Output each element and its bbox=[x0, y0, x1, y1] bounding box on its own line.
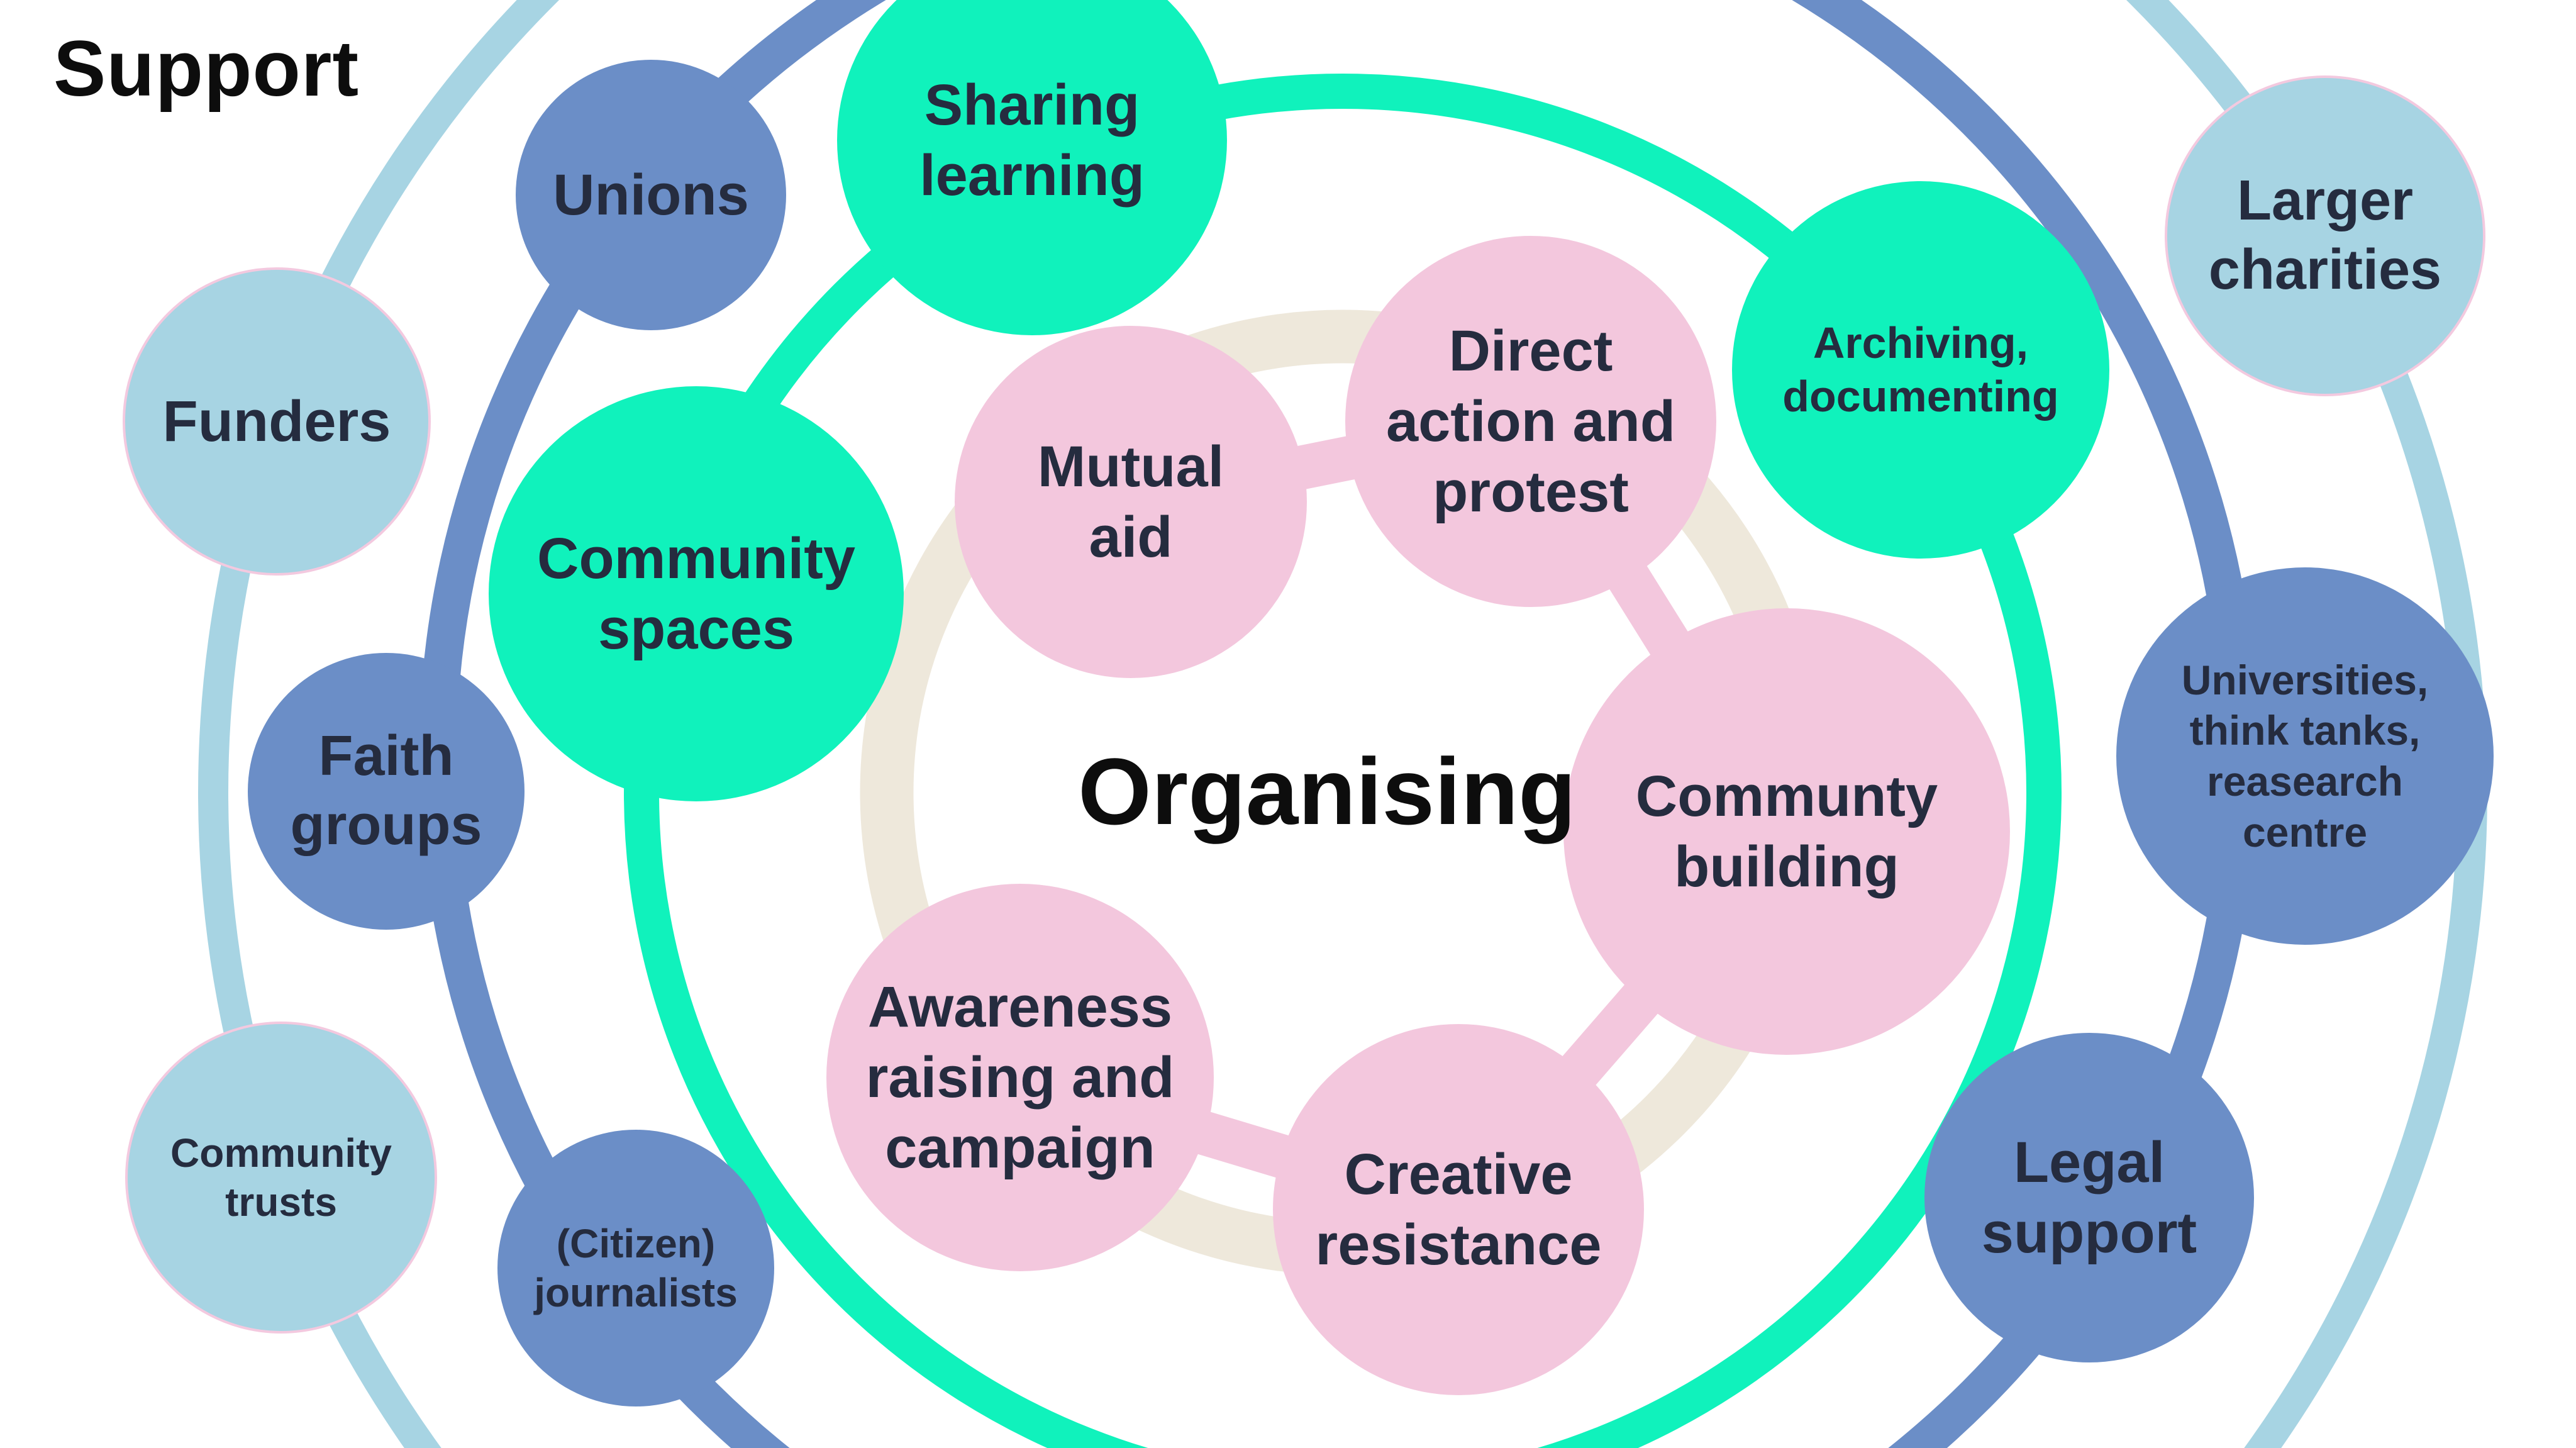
node-unions: Unions bbox=[516, 60, 786, 330]
node-label-funders: Funders bbox=[162, 389, 391, 454]
node-community-spaces: Community spaces bbox=[489, 386, 904, 801]
node-label-larger-charities: Larger charities bbox=[2208, 169, 2442, 301]
node-direct-action-and-protest: Direct action and protest bbox=[1345, 236, 1716, 607]
node-awareness-raising: Awareness raising and campaign bbox=[826, 884, 1214, 1271]
node-community-trusts: Community trusts bbox=[125, 1022, 437, 1334]
node-communty-building: Communty building bbox=[1563, 608, 2010, 1055]
node-label-faith-groups: Faith groups bbox=[290, 725, 482, 857]
node-creative-resistance: Creative resistance bbox=[1273, 1024, 1644, 1395]
support-title: Support bbox=[53, 25, 360, 113]
node-label-communty-building: Communty building bbox=[1635, 764, 1938, 899]
node-label-citizen-journalists: (Citizen) journalists bbox=[534, 1220, 738, 1315]
node-citizen-journalists: (Citizen) journalists bbox=[497, 1130, 774, 1406]
node-label-universities-think-tanks: Universities, think tanks, reasearch cen… bbox=[2181, 656, 2429, 855]
node-funders: Funders bbox=[123, 267, 431, 576]
node-label-mutual-aid: Mutual aid bbox=[1037, 434, 1224, 569]
node-archiving-documenting: Archiving, documenting bbox=[1732, 181, 2109, 559]
node-universities-think-tanks: Universities, think tanks, reasearch cen… bbox=[2116, 567, 2494, 945]
node-sharing-learning: Sharing learning bbox=[837, 0, 1227, 335]
node-label-sharing-learning: Sharing learning bbox=[919, 72, 1145, 208]
node-larger-charities: Larger charities bbox=[2165, 75, 2485, 396]
node-label-archiving-documenting: Archiving, documenting bbox=[1782, 318, 2059, 421]
node-legal-support: Legal support bbox=[1924, 1033, 2254, 1362]
node-label-awareness-raising: Awareness raising and campaign bbox=[865, 974, 1175, 1181]
node-label-community-spaces: Community spaces bbox=[537, 526, 855, 661]
node-faith-groups: Faith groups bbox=[248, 653, 525, 930]
organising-center-label: Organising bbox=[1078, 738, 1576, 844]
node-label-unions: Unions bbox=[553, 162, 749, 227]
node-label-legal-support: Legal support bbox=[1981, 1130, 2197, 1265]
node-mutual-aid: Mutual aid bbox=[955, 326, 1307, 678]
node-label-direct-action-and-protest: Direct action and protest bbox=[1385, 318, 1676, 525]
node-label-community-trusts: Community trusts bbox=[170, 1130, 392, 1225]
node-label-creative-resistance: Creative resistance bbox=[1315, 1142, 1602, 1277]
